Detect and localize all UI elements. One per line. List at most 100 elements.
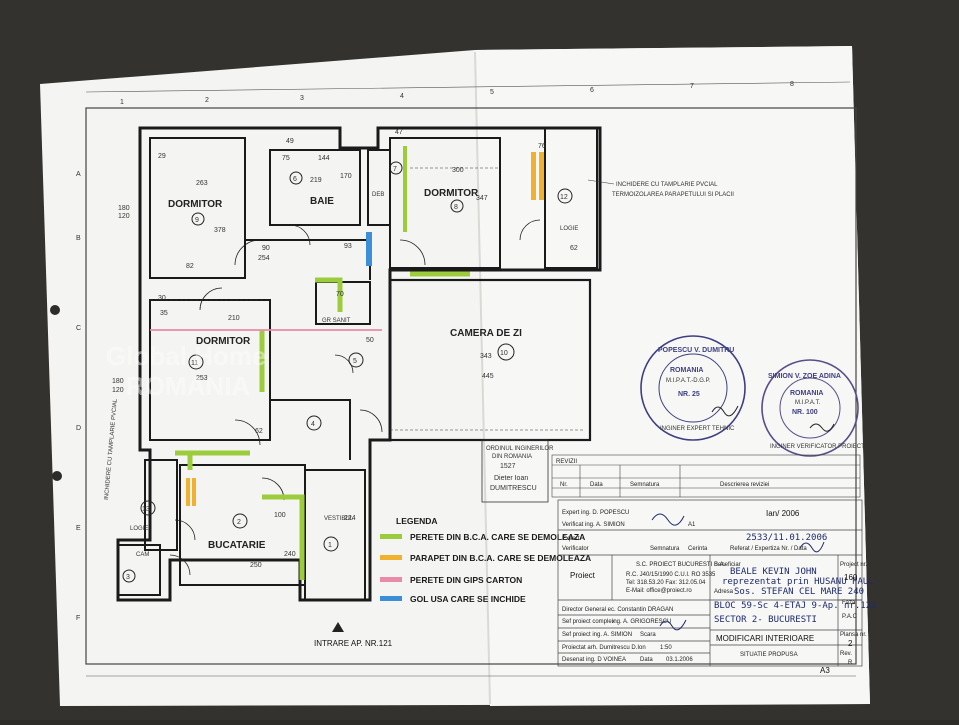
note-enclosure: INCHIDERE CU TAMPLARIE PVCIAL — [616, 182, 718, 188]
tb-faza: P.A.C — [842, 614, 858, 620]
dim-label: 347 — [476, 195, 488, 202]
tb-title-sub: SITUATIE PROPUSA — [740, 652, 798, 658]
colored-walls — [150, 146, 544, 580]
room-number-circle — [232, 513, 248, 529]
room-dormitor-8: DORMITOR — [424, 188, 479, 199]
tb-beneficiar-1: BEALE KEVIN JOHN — [730, 567, 817, 577]
room-number: 2 — [237, 519, 241, 526]
dim-label: 35 — [160, 310, 168, 317]
row-label: B — [76, 235, 81, 242]
legend-swatch-gypsum-wall — [380, 577, 402, 582]
tb-company: S.C. PROIECT BUCURESTI S.A. — [636, 562, 726, 568]
stamp-text: POPESCU V. DUMITRU — [658, 347, 734, 354]
col-label: 6 — [590, 87, 594, 94]
row-label: D — [76, 425, 81, 432]
tb-verificat: Verificat ing. A. SIMION — [562, 522, 625, 528]
dim-label: 224 — [344, 515, 356, 522]
room-logie-13: LOGIE — [130, 526, 148, 532]
stamp-text: INGINER VERIFICATOR PROIECTE — [770, 444, 869, 450]
stamp-text: M.I.P.A.T. — [795, 400, 821, 406]
paper-fold — [474, 51, 491, 705]
legend-title: LEGENDA — [396, 516, 438, 526]
tb-scara: 1:50 — [660, 645, 672, 651]
tb-company-info2: Tel: 318.53.20 Fax: 312.05.04 — [626, 580, 706, 586]
tb-sef-proiect: ing. A. GRIGORESCU — [612, 619, 671, 625]
row-label: E — [76, 525, 81, 532]
dim-label: 47 — [395, 129, 403, 136]
dim-label: 90 — [262, 245, 270, 252]
drawing-frame — [85, 107, 857, 665]
room-number: 13 — [142, 506, 150, 513]
row-label: A — [76, 171, 81, 178]
watermark-line1: Global Home — [106, 341, 266, 371]
row-label: F — [76, 615, 80, 622]
watermark-line2: ROMANIA — [126, 371, 250, 401]
dim-label: 240 — [284, 551, 296, 558]
stamp-line: ORDINUL INGINERILOR — [486, 446, 554, 452]
tb-revizia: R — [848, 660, 853, 666]
revisions-header-description: Descrierea reviziei — [720, 482, 769, 488]
room-number-circle — [557, 188, 573, 204]
revisions-title: REVIZII — [556, 459, 577, 465]
title-block — [557, 499, 863, 667]
legend-item-closed-door: GOL USA CARE SE INCHIDE — [410, 594, 526, 604]
dim-label: 253 — [196, 375, 208, 382]
stamp-text: M.I.P.A.T.-D.G.P. — [666, 378, 711, 384]
room-number: 9 — [195, 217, 199, 224]
tb-semnatura: Semnatura — [650, 546, 680, 552]
tb-project-no: 160 — [844, 573, 858, 582]
room-number-circle — [497, 343, 515, 361]
tb-beneficiar-label: Beneficiar — [714, 562, 741, 568]
room-vestibul: VESTIBUL — [324, 516, 354, 522]
dim-label: 144 — [318, 155, 330, 162]
dim-label: 263 — [196, 180, 208, 187]
room-number: 1 — [328, 542, 332, 549]
room-number: 11 — [191, 360, 198, 367]
legend-swatch-closed-door — [380, 596, 402, 601]
tb-expert: Expert ing. D. POPESCU — [562, 510, 629, 516]
leader-line — [587, 179, 615, 185]
room-number-circle — [348, 352, 364, 368]
dim-label: 445 — [482, 373, 494, 380]
room-cam: CAM — [136, 552, 149, 558]
dim-label: 254 — [258, 255, 270, 262]
dim-label: 50 — [366, 337, 374, 344]
dim-label: 76 — [538, 143, 546, 150]
tb-verificator-label: Verificator — [562, 546, 589, 552]
signature — [809, 423, 835, 432]
room-number-circle — [323, 536, 339, 552]
stamp-text: NR. 25 — [678, 391, 700, 398]
tb-date-top: Ian/ 2006 — [766, 509, 800, 518]
col-label: 1 — [120, 99, 124, 106]
dim-label: 170 — [340, 173, 352, 180]
tb-company-logo: Proiect — [570, 571, 596, 580]
stamp-number: 1527 — [500, 463, 516, 470]
tb-sheet-size: A3 — [820, 666, 830, 675]
engineer-round-stamp: POPESCU V. DUMITRU ROMANIA M.I.P.A.T.-D.… — [640, 335, 746, 441]
revisions-header-date: Data — [590, 482, 603, 488]
stamp-text: ROMANIA — [790, 390, 823, 397]
tb-adresa-2: BLOC 59-Sc 4-ETAJ 9-Ap. nr.121 — [714, 601, 877, 611]
dim-label: 120 — [118, 213, 130, 220]
room-gr-sanit: GR SANIT — [322, 318, 351, 324]
tb-adresa-label: Adresa — [714, 589, 734, 595]
row-label: C — [76, 325, 81, 332]
col-label: 8 — [790, 81, 794, 88]
tb-proiectat: Proiectat arh. Dumitrescu D.Ion — [562, 645, 646, 651]
legend-swatch-demolished-parapet — [380, 555, 402, 560]
dim-label: 343 — [480, 353, 492, 360]
tb-referat: Referat / Expertiza Nr. / Data — [730, 546, 807, 552]
stamp-text: NR. 100 — [792, 409, 818, 416]
room-bucatarie: BUCATARIE — [208, 540, 266, 551]
room-baie: BAIE — [310, 196, 334, 207]
note-insulation: TERMOIZOLAREA PARAPETULUI SI PLACII — [612, 192, 734, 198]
room-number-circle — [450, 199, 464, 213]
legend-item-demolished-wall: PERETE DIN B.C.A. CARE SE DEMOLEAZA — [410, 532, 585, 542]
dim-label: 62 — [255, 428, 263, 435]
tb-sef-proiect2: Sef proiect ing. A. SIMION — [562, 632, 632, 638]
col-label: 2 — [205, 97, 209, 104]
punch-hole — [50, 305, 60, 315]
tb-company-info3: E-Mail: office@proiect.ro — [626, 588, 692, 594]
tb-beneficiar-2: reprezentat prin HUSANU PAUL — [722, 577, 874, 587]
